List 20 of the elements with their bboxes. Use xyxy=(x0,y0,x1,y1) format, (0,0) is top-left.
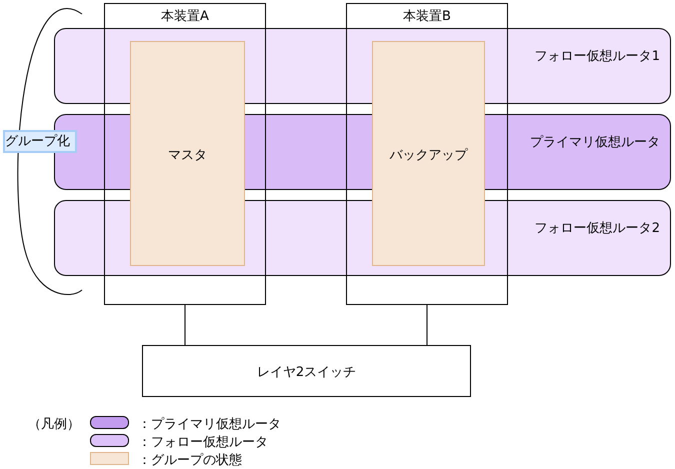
group-state-box xyxy=(130,41,245,266)
router-label: プライマリ仮想ルータ xyxy=(530,134,660,151)
connector-line xyxy=(426,304,428,346)
connector-line xyxy=(184,304,186,346)
group-state-box xyxy=(372,41,485,266)
box-label: バックアップ xyxy=(388,146,469,164)
legend-label: ：プライマリ仮想ルータ xyxy=(138,416,281,433)
legend-label: ：フォロー仮想ルータ xyxy=(138,434,268,451)
router-label: フォロー仮想ルータ2 xyxy=(534,220,660,237)
box-label: レイヤ2スイッチ xyxy=(256,364,358,381)
device-box xyxy=(104,3,266,305)
router-label: フォロー仮想ルータ1 xyxy=(534,48,660,65)
legend-label: ：グループの状態 xyxy=(138,452,242,469)
box-label: マスタ xyxy=(167,146,208,164)
legend-heading: （凡例） xyxy=(28,416,80,433)
device-title: 本装置B xyxy=(402,8,452,25)
grouping-tag: グループ化 xyxy=(3,130,77,153)
device-box xyxy=(346,3,508,305)
device-title: 本装置A xyxy=(160,8,210,25)
switch-box xyxy=(142,345,471,397)
